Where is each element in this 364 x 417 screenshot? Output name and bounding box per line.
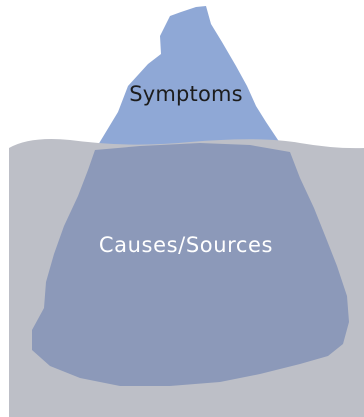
symptoms-label: Symptoms [0, 84, 364, 105]
causes-sources-label: Causes/Sources [0, 235, 364, 256]
iceberg-tip [95, 6, 290, 152]
